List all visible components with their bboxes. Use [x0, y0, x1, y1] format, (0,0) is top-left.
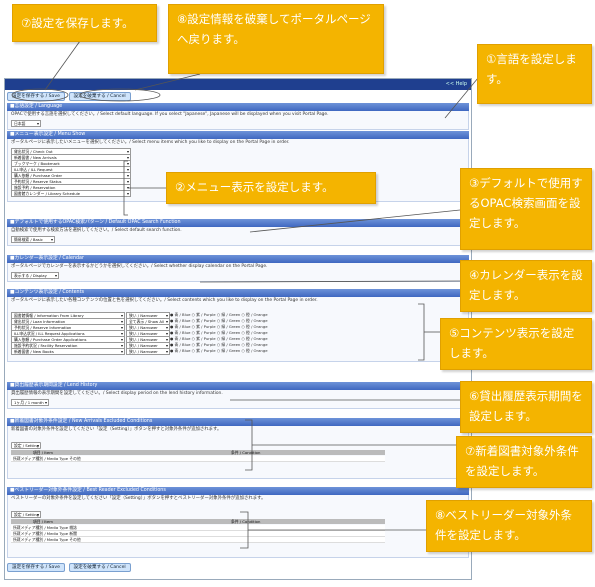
column-header: 項目 / Item — [33, 519, 53, 524]
lend-period-select[interactable]: 1ヶ月 / 1 month — [11, 399, 49, 406]
opac-section: ■デフォルトで使用するOPAC検索パターン / Default OPAC Sea… — [7, 219, 469, 246]
connector — [199, 280, 461, 283]
bracket — [240, 511, 249, 549]
help-link[interactable]: << Help — [445, 81, 467, 87]
section-title: ■新着図書対象外条件設定 / New Arrivals Excluded Con… — [7, 418, 469, 426]
section-description: ベストリーダーの対象外条件を設定してください「設定（Setting）」ボタンを押… — [11, 496, 266, 501]
callout-save: ⑦設定を保存します。 — [12, 4, 157, 42]
connector — [249, 209, 461, 233]
section-description: 自動検索で使用する検索方法を選択してください。/ Select default … — [11, 228, 182, 233]
connector — [44, 40, 81, 91]
bracket — [123, 160, 128, 216]
callout-lend-history: ⑥貸出履歴表示期間を設定します。 — [460, 381, 592, 433]
setting-button[interactable]: 設定 / Setting — [11, 511, 41, 518]
save-button[interactable]: 設定を保存する / Save — [7, 563, 65, 572]
callout-calendar: ④カレンダー表示を設定します。 — [460, 260, 592, 312]
cancel-button[interactable]: 設定を破棄する / Cancel — [68, 563, 131, 572]
color-options[interactable]: ● 青 / Blue ○ 紫 / Purple ○ 緑 / Green ○ 橙 … — [170, 330, 268, 335]
section-title: ■ベストリーダー対象外条件設定 / Best Reader Excluded C… — [7, 487, 469, 495]
section-title: ■コンテンツ表示設定 / Contents — [7, 289, 469, 297]
column-header: 条件 / Condition — [231, 450, 261, 455]
menu-select[interactable]: 図書館カレンダー / Library Schedule — [11, 190, 131, 197]
language-select[interactable]: 日本語 — [11, 120, 41, 127]
content-width-select[interactable]: 狭い / Narrower — [126, 348, 170, 355]
best-reader-section: ■ベストリーダー対象外条件設定 / Best Reader Excluded C… — [7, 487, 469, 558]
column-header: 項目 / Item — [33, 450, 53, 455]
section-description: 新着図書の対象外条件を設定してください「設定（Setting）」ボタンを押すと対… — [11, 427, 222, 432]
section-title: ■カレンダー表示設定 / Calendar — [7, 255, 469, 263]
bottom-button-row: 設定を保存する / Save 設定を破棄する / Cancel — [7, 563, 167, 573]
color-options[interactable]: ● 青 / Blue ○ 紫 / Purple ○ 緑 / Green ○ 橙 … — [170, 348, 268, 353]
setting-button[interactable]: 設定 / Setting — [11, 442, 41, 449]
content-select[interactable]: 新着図書 / New Books — [11, 348, 125, 355]
callout-text: ⑤コンテンツ表示を設定します。 — [449, 326, 575, 360]
lend-history-section: ■貸出履歴表示期間設定 / Lend History 貸出履歴情報の表示期間を設… — [7, 382, 469, 409]
language-section: ■言語設定 / Language OPACで使用する言語を選択してください。/ … — [7, 103, 469, 130]
callout-language: ①言語を設定します。 — [477, 44, 592, 104]
highlight-ellipse — [11, 88, 69, 102]
color-options[interactable]: ● 青 / Blue ○ 紫 / Purple ○ 緑 / Green ○ 橙 … — [170, 318, 268, 323]
callout-cancel: ⑧設定情報を破棄してポータルページへ戻ります。 — [168, 4, 384, 74]
connector — [134, 73, 201, 91]
opac-select[interactable]: 簡易検索 / Basic — [11, 236, 55, 243]
callout-contents: ⑤コンテンツ表示を設定します。 — [440, 318, 592, 370]
contents-section: ■コンテンツ表示設定 / Contents ポータルページに表示したい各種コンテ… — [7, 289, 469, 362]
section-title: ■言語設定 / Language — [7, 103, 469, 111]
callout-text: ⑦設定を保存します。 — [21, 16, 134, 30]
table-row: 所蔵メディア種別 / Media Type その他 — [11, 456, 385, 462]
callout-new-arrivals: ⑦新着図書対象外条件を設定します。 — [456, 436, 592, 488]
color-options[interactable]: ● 青 / Blue ○ 紫 / Purple ○ 緑 / Green ○ 橙 … — [170, 336, 268, 341]
callout-text: ⑧ベストリーダー対象外条件を設定します。 — [435, 508, 573, 542]
calendar-select[interactable]: 表示する / Display — [11, 272, 59, 279]
callout-text: ⑧設定情報を破棄してポータルページへ戻ります。 — [177, 12, 371, 46]
table-row: 所蔵メディア種別 / Media Type 雑誌 — [11, 525, 385, 531]
callout-opac: ③デフォルトで使用するOPAC検索画面を設定します。 — [460, 168, 592, 250]
save-button[interactable]: 設定を保存する / Save — [7, 92, 65, 101]
callout-text: ②メニュー表示を設定します。 — [175, 180, 334, 194]
section-description: ポータルページに表示したいメニューを選択してください。/ Select menu… — [11, 140, 290, 145]
section-description: ポータルページに表示したい各種コンテンツの位置と色を選択してください。/ Sel… — [11, 298, 318, 303]
callout-text: ③デフォルトで使用するOPAC検索画面を設定します。 — [469, 176, 583, 230]
top-bar: << Help — [5, 79, 471, 90]
callout-text: ⑦新着図書対象外条件を設定します。 — [465, 444, 579, 478]
callout-menu: ②メニュー表示を設定します。 — [166, 172, 376, 204]
color-options[interactable]: ● 青 / Blue ○ 紫 / Purple ○ 緑 / Green ○ 橙 … — [170, 342, 268, 347]
callout-best-reader: ⑧ベストリーダー対象外条件を設定します。 — [426, 500, 592, 552]
color-options[interactable]: ● 青 / Blue ○ 紫 / Purple ○ 緑 / Green ○ 橙 … — [170, 324, 268, 329]
table-header: 項目 / Item 条件 / Condition — [11, 519, 385, 524]
color-options[interactable]: ● 青 / Blue ○ 紫 / Purple ○ 緑 / Green ○ 橙 … — [170, 312, 268, 317]
section-description: 貸出履歴情報の表示期間を設定してください。/ Select display pe… — [11, 391, 223, 396]
table-row: 所蔵メディア種別 / Media Type その他 — [11, 537, 385, 543]
column-header: 条件 / Condition — [231, 519, 261, 524]
section-title: ■メニュー表示設定 / Menu Show — [7, 131, 469, 139]
bracket — [418, 303, 425, 361]
highlight-ellipse — [79, 88, 161, 102]
new-arrivals-section: ■新着図書対象外条件設定 / New Arrivals Excluded Con… — [7, 418, 469, 479]
bracket — [245, 419, 253, 471]
section-title: ■デフォルトで使用するOPAC検索パターン / Default OPAC Sea… — [7, 219, 469, 227]
section-description: ポータルページでカレンダーを表示するかどうかを選択してください。/ Select… — [11, 264, 268, 269]
connector — [444, 77, 479, 119]
table-header: 項目 / Item 条件 / Condition — [11, 450, 385, 455]
callout-text: ⑥貸出履歴表示期間を設定します。 — [469, 389, 583, 423]
callout-text: ①言語を設定します。 — [486, 52, 577, 86]
table-row: 所蔵メディア種別 / Media Type 新聞 — [11, 531, 385, 537]
callout-text: ④カレンダー表示を設定します。 — [469, 268, 583, 302]
section-title: ■貸出履歴表示期間設定 / Lend History — [7, 382, 469, 390]
section-description: OPACで使用する言語を選択してください。/ Select default la… — [11, 112, 329, 117]
